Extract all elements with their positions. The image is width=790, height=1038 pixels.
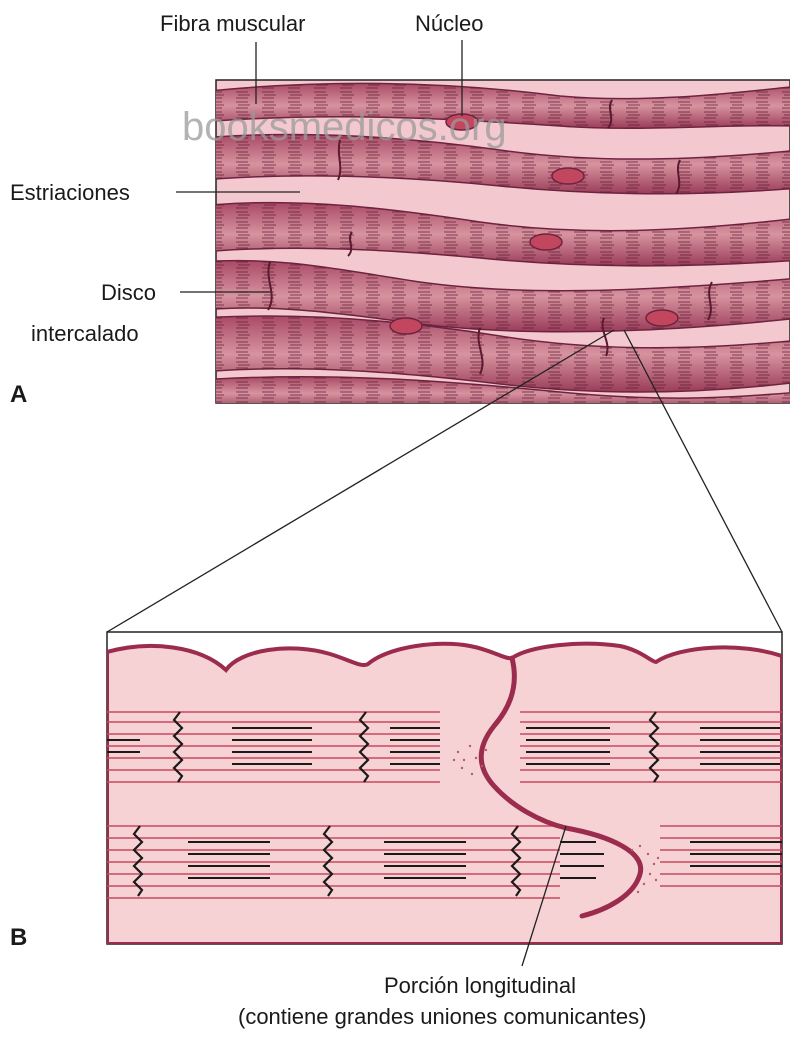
sarcolemma — [107, 644, 782, 944]
panel-label-b: B — [10, 924, 27, 951]
label-fibra-muscular: Fibra muscular — [160, 11, 305, 36]
nucleus — [530, 234, 562, 250]
nucleus — [646, 310, 678, 326]
label-estriaciones: Estriaciones — [10, 180, 130, 205]
label-intercalado: intercalado — [31, 321, 139, 346]
label-nucleo: Núcleo — [415, 11, 483, 36]
label-disco: Disco — [101, 280, 156, 305]
label-uniones-comunicantes: (contiene grandes uniones comunicantes) — [238, 1004, 646, 1029]
nucleus — [552, 168, 584, 184]
watermark: booksmedicos.org — [182, 105, 507, 149]
label-porcion-longitudinal: Porción longitudinal — [384, 973, 576, 998]
panel-b-illustration — [107, 632, 782, 944]
nucleus — [390, 318, 422, 334]
panel-label-a: A — [10, 381, 27, 408]
